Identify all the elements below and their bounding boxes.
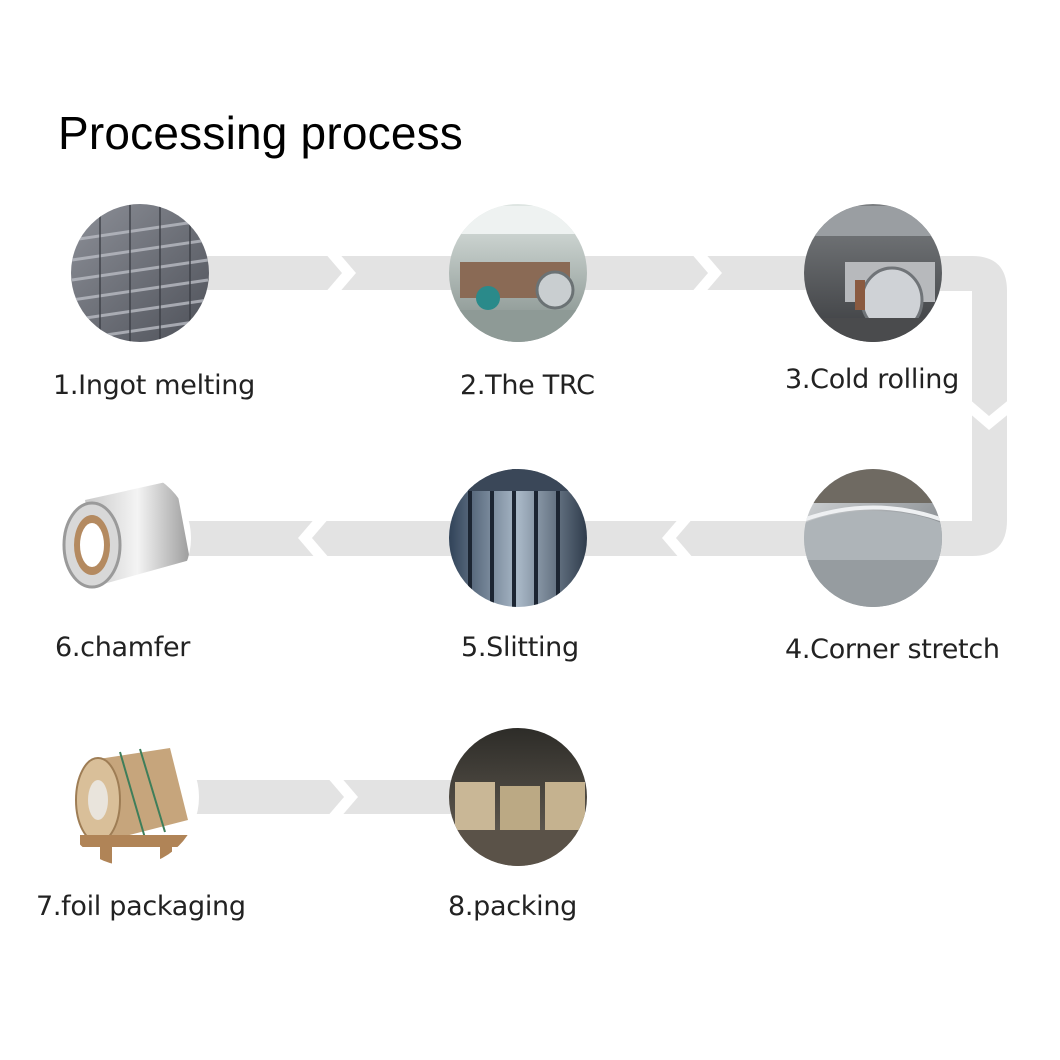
step-label-packing: 8.packing <box>448 891 577 922</box>
step-label-ingot-melting: 1.Ingot melting <box>53 370 255 401</box>
step-label-foil-packaging: 7.foil packaging <box>36 891 246 922</box>
step-image-trc <box>449 204 587 342</box>
step-label-trc: 2.The TRC <box>460 370 595 401</box>
arrow-left-icon <box>298 517 330 559</box>
step-label-corner-stretch: 4.Corner stretch <box>785 634 1000 665</box>
step-image-cold-rolling <box>804 204 942 342</box>
step-image-slitting <box>449 469 587 607</box>
arrow-down-icon <box>968 398 1011 430</box>
arrow-right-icon <box>326 776 358 818</box>
step-image-ingot-melting <box>71 204 209 342</box>
step-label-cold-rolling: 3.Cold rolling <box>785 364 959 395</box>
step-image-chamfer <box>53 469 191 607</box>
arrow-chevrons <box>298 252 1011 818</box>
arrow-left-icon <box>662 517 694 559</box>
step-image-foil-packaging <box>61 728 199 866</box>
arrow-right-icon <box>324 252 356 294</box>
step-image-packing <box>449 728 587 866</box>
flow-connector <box>186 252 1011 818</box>
page-title: Processing process <box>58 107 463 159</box>
step-image-corner-stretch <box>804 469 942 607</box>
step-label-chamfer: 6.chamfer <box>55 632 191 663</box>
step-label-slitting: 5.Slitting <box>461 632 579 663</box>
arrow-right-icon <box>690 252 722 294</box>
